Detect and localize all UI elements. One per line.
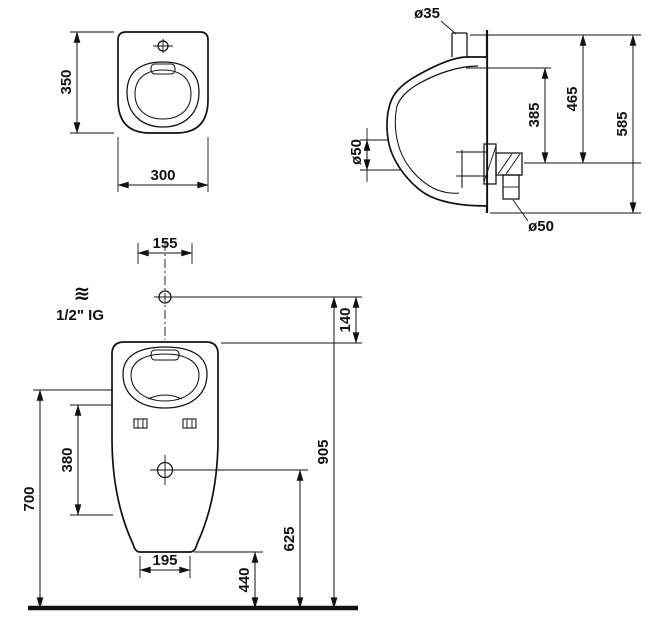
dim-155-label: 155: [152, 235, 177, 252]
basin-outline-large: [130, 353, 200, 402]
front-view-small: 350 300: [58, 31, 209, 192]
basin-outline: [134, 69, 192, 120]
dim-outlet-diameter-label: ø50: [528, 218, 554, 235]
urinal-front-outline: [117, 31, 209, 134]
water-icon: ≋: [74, 281, 91, 305]
dim-195-label: 195: [152, 552, 177, 569]
dim-700: 700: [21, 389, 113, 609]
dim-465: 465: [470, 34, 641, 164]
drain-icon: [150, 455, 180, 485]
side-basin-line: [394, 105, 460, 194]
side-view: ø35 ø50 385 465 585: [348, 5, 641, 235]
dim-350: 350: [58, 31, 114, 134]
dim-440-label: 440: [236, 567, 253, 592]
dim-155: 155: [137, 235, 193, 264]
urinal-side-outline: [386, 56, 488, 207]
dim-front-diameter-label: ø50: [348, 139, 365, 165]
spreader-icon-large: [150, 349, 180, 361]
dim-585: 585: [490, 34, 641, 214]
dim-outlet-diameter: ø50: [512, 199, 554, 235]
dim-905-label: 905: [315, 439, 332, 464]
dim-380: 380: [59, 404, 113, 516]
dim-front-diameter: ø50: [348, 128, 401, 182]
dim-385: 385: [466, 67, 641, 164]
connection-label: 1/2" IG: [56, 307, 104, 324]
dim-440: 440: [194, 551, 263, 609]
dim-inlet-diameter: ø35: [414, 5, 457, 35]
outlet-assembly: [456, 143, 523, 200]
dim-465-label: 465: [564, 86, 581, 111]
fixing-marks: [133, 418, 197, 429]
dim-700-label: 700: [21, 486, 38, 511]
dim-inlet-label: ø35: [414, 5, 440, 22]
urinal-front-outline-large: [111, 341, 219, 553]
front-view-large: ≋ 1/2" IG 155: [21, 235, 362, 611]
dim-625: 625: [178, 469, 308, 609]
spreader-icon: [150, 63, 176, 75]
dim-625-label: 625: [281, 526, 298, 551]
inlet-pipe: [451, 32, 468, 57]
dim-380-label: 380: [59, 447, 76, 472]
dim-585-label: 585: [614, 111, 631, 136]
dim-300: 300: [117, 137, 209, 192]
rim-outline-large: [122, 346, 208, 409]
dim-905: 905: [315, 296, 338, 609]
dim-385-label: 385: [526, 102, 543, 127]
dim-350-label: 350: [58, 69, 75, 94]
basin-lip: [147, 394, 183, 400]
dim-300-label: 300: [150, 167, 175, 184]
dim-195: 195: [139, 552, 191, 578]
rim-outline: [126, 61, 200, 128]
dim-140-label: 140: [337, 307, 354, 332]
side-rim-line: [396, 65, 479, 107]
